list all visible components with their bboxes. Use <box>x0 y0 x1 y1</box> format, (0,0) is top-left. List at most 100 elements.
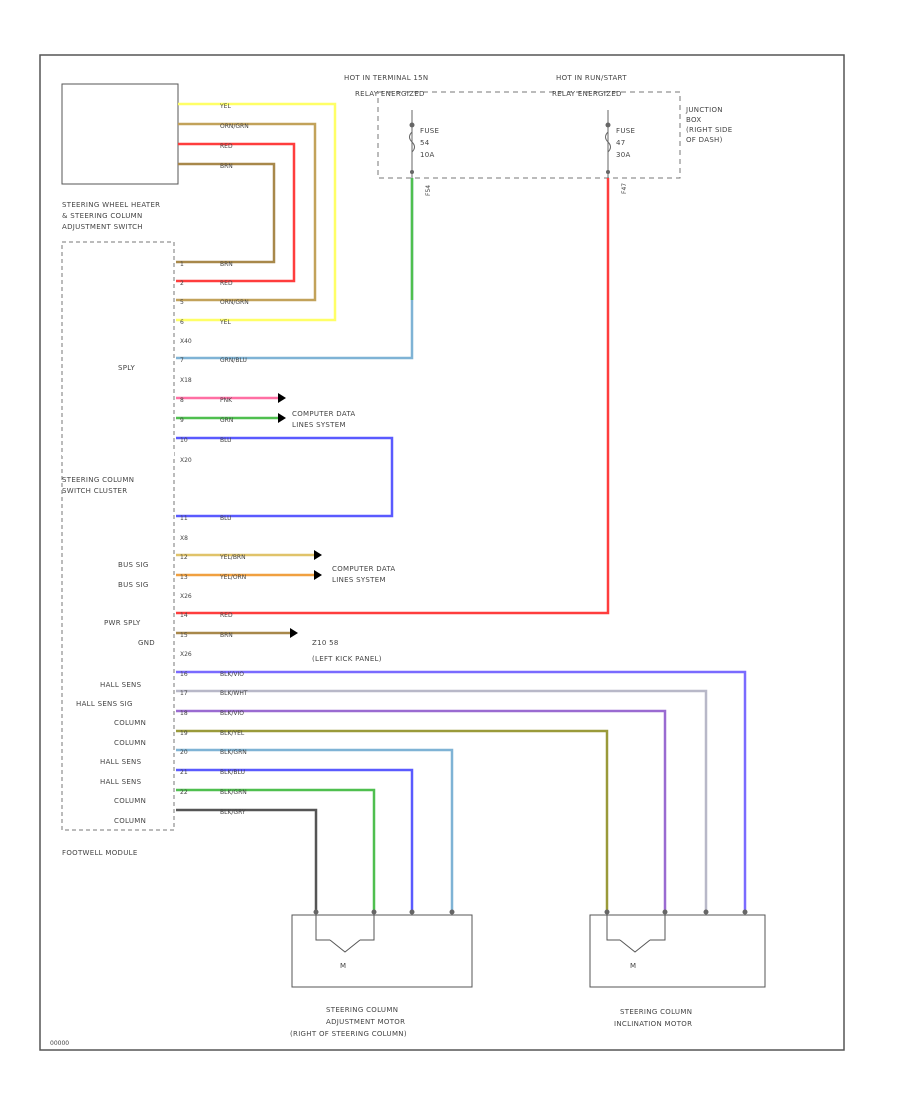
wire-label-blk-vio2: BLK/VIO <box>220 710 244 717</box>
label-cdl-2a: COMPUTER DATA <box>332 565 396 573</box>
label-motor-m1: M <box>340 962 346 970</box>
diagram-frame <box>39 54 845 1051</box>
label-junction-box-1: JUNCTION <box>685 106 723 114</box>
label-motor1-b: ADJUSTMENT MOTOR <box>326 1018 405 1026</box>
label-fuse1-c: 10A <box>420 151 435 159</box>
label-relay-energized-2: RELAY ENERGIZED <box>552 90 622 98</box>
wire-label-orn-grn2: ORN/GRN <box>220 299 249 306</box>
wire-blk-vio-2 <box>176 709 667 912</box>
pin-label-8: 8 <box>180 397 184 404</box>
label-hall-sens-3: HALL SENS <box>100 778 142 786</box>
adjustment-motor <box>291 914 473 988</box>
wire-label-blk-wht: BLK/WHT <box>220 690 248 697</box>
arrow-pnk <box>278 393 286 403</box>
wire-blu-loop <box>176 436 394 518</box>
wire-blk-yel <box>176 729 609 912</box>
pin-label-20: 20 <box>180 749 188 756</box>
label-fuse2-c: 30A <box>616 151 631 159</box>
conn-x26b: X26 <box>180 651 192 658</box>
arrow-grn <box>278 413 286 423</box>
conn-f54: F54 <box>425 185 432 196</box>
motor2-internal <box>606 915 666 953</box>
pin-label-18: 18 <box>180 710 188 717</box>
wire-label-blk-vio: BLK/VIO <box>220 671 244 678</box>
wire-label-red3: RED <box>220 612 233 619</box>
conn-f47: F47 <box>621 183 628 194</box>
wire-label-orn-grn: ORN/GRN <box>220 123 249 130</box>
label-hot-run-start: HOT IN RUN/START <box>556 74 627 82</box>
wire-blk-grn-2 <box>176 788 376 912</box>
wire-label-grn: GRN <box>220 417 233 424</box>
label-hot-terminal: HOT IN TERMINAL 15N <box>344 74 428 82</box>
pin-label-13: 13 <box>180 574 188 581</box>
conn-x40: X40 <box>180 338 192 345</box>
wire-blk-wht <box>176 689 708 912</box>
label-fuse2-a: FUSE <box>616 127 635 135</box>
fuse-54 <box>409 110 415 178</box>
label-fuse2-b: 47 <box>616 139 626 147</box>
conn-x26: X26 <box>180 593 192 600</box>
arrow-yel-brn <box>314 550 322 560</box>
wire-red-pwr <box>176 178 610 615</box>
wire-label-blk-grn: BLK/GRN <box>220 749 247 756</box>
label-ground-b: (LEFT KICK PANEL) <box>312 655 382 663</box>
wire-label-brn3: BRN <box>220 632 233 639</box>
wire-label-grn-blu: GRN/BLU <box>220 357 247 364</box>
footwell-module <box>61 241 175 831</box>
pin-label-10: 10 <box>180 437 188 444</box>
label-switch-cluster-1: STEERING COLUMN <box>62 476 134 484</box>
wire-label-yel: YEL <box>219 103 231 110</box>
label-corner-id: 00000 <box>50 1040 69 1047</box>
pin-label-19: 19 <box>180 730 188 737</box>
wire-label-pnk: PNK <box>220 397 233 404</box>
label-sply: SPLY <box>118 364 136 372</box>
pin-label-7: 7 <box>180 357 184 364</box>
label-column-3: COLUMN <box>114 797 146 805</box>
pin-label-6: 6 <box>180 319 184 326</box>
wire-label-blu2: BLU <box>220 515 232 522</box>
conn-x18: X18 <box>180 377 192 384</box>
junction-box <box>377 91 681 179</box>
label-column-2: COLUMN <box>114 739 146 747</box>
label-motor2-a: STEERING COLUMN <box>620 1008 692 1016</box>
wire-blk-grn-1 <box>176 748 454 912</box>
wire-label-brn: BRN <box>220 163 233 170</box>
label-hall-sens-1: HALL SENS <box>100 681 142 689</box>
wire-yel-loop <box>176 102 337 322</box>
pin-label-1: 1 <box>180 261 184 268</box>
label-bus-sig-1: BUS SIG <box>118 561 149 569</box>
pin-label-11: 11 <box>180 515 188 522</box>
label-cdl-2b: LINES SYSTEM <box>332 576 386 584</box>
label-motor-m2: M <box>630 962 636 970</box>
label-motor1-c: (RIGHT OF STEERING COLUMN) <box>290 1030 407 1038</box>
arrow-gnd <box>290 628 298 638</box>
wire-label-brn2: BRN <box>220 261 233 268</box>
label-motor2-b: INCLINATION MOTOR <box>614 1020 692 1028</box>
pin-label-22: 22 <box>180 789 188 796</box>
pin-label-15: 15 <box>180 632 188 639</box>
wire-label-blk-grn2: BLK/GRN <box>220 789 247 796</box>
label-cdl-1b: LINES SYSTEM <box>292 421 346 429</box>
motor1-internal <box>315 915 375 953</box>
label-motor1-a: STEERING COLUMN <box>326 1006 398 1014</box>
label-column-4: COLUMN <box>114 817 146 825</box>
wire-blk-blu <box>176 768 414 912</box>
wire-blk-gry <box>176 808 318 912</box>
label-steer-wheel-3: ADJUSTMENT SWITCH <box>62 223 143 231</box>
label-junction-box-4: OF DASH) <box>686 136 723 144</box>
label-pwr-sply: PWR SPLY <box>104 619 141 627</box>
label-footwell: FOOTWELL MODULE <box>62 849 138 857</box>
arrow-yel-orn <box>314 570 322 580</box>
label-steer-wheel-2: & STEERING COLUMN <box>62 212 143 220</box>
wire-orn-grn-loop <box>176 122 317 302</box>
pin-label-21: 21 <box>180 769 188 776</box>
wire-label-blk-yel: BLK/YEL <box>220 730 245 737</box>
label-ground-a: Z10 58 <box>312 639 339 647</box>
conn-x20: X20 <box>180 457 192 464</box>
label-junction-box-3: (RIGHT SIDE <box>686 126 732 134</box>
wire-label-blk-blu: BLK/BLU <box>220 769 245 776</box>
wire-brn-loop <box>176 162 276 264</box>
pin-label-12: 12 <box>180 554 188 561</box>
inclination-motor <box>589 914 766 988</box>
